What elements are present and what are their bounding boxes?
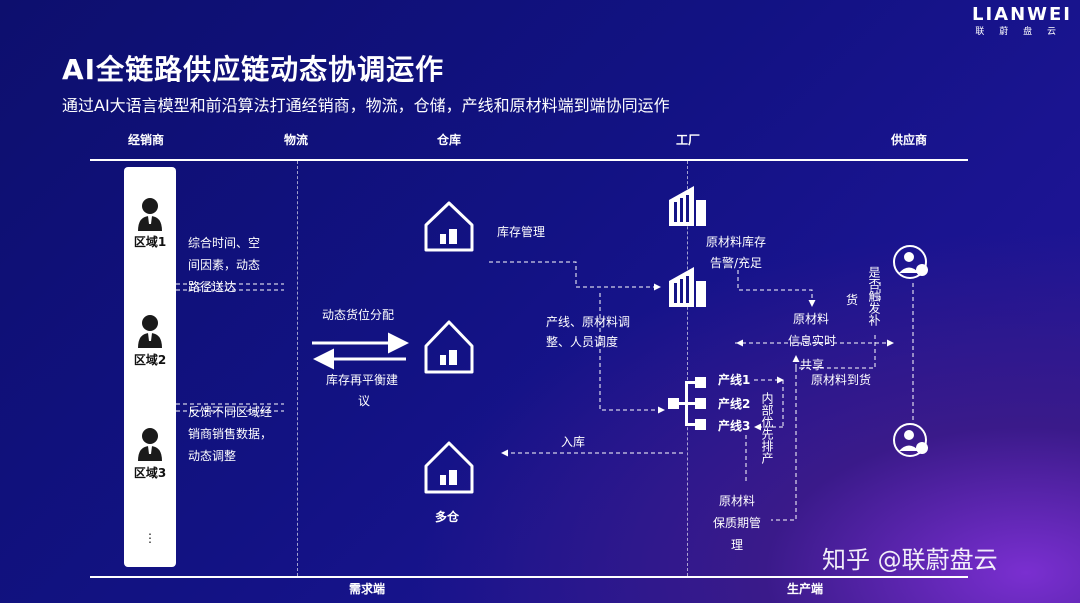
raw-alert-label: 告警/充足 <box>710 256 763 270</box>
more-regions: ⋮ <box>144 531 156 545</box>
supplier-icon <box>893 245 928 279</box>
person-icon <box>138 428 162 461</box>
region-label: 区域1 <box>133 235 167 249</box>
page-title: AI全链路供应链动态协调运作 <box>62 53 445 86</box>
production-side-label: 生产端 <box>787 582 824 596</box>
inbound-label: 入库 <box>561 435 586 449</box>
internal-priority-label: 内部优先排产 <box>760 392 774 464</box>
inventory-label: 库存管理 <box>497 225 546 239</box>
column-header-supplier: 供应商 <box>891 133 928 147</box>
rebalance-label: 议 <box>358 394 371 408</box>
factory-building-icon <box>669 186 706 226</box>
raw-info-label: 原材料 <box>793 312 830 326</box>
brand-logo-sub: 联 蔚 盘 云 <box>975 27 1062 37</box>
person-icon <box>138 198 162 231</box>
production-hierarchy-icon <box>668 377 706 430</box>
alert-to-info-arrow <box>737 270 816 307</box>
factory-building-icon <box>669 267 706 307</box>
supplier-icon <box>893 423 928 457</box>
column-header-distributor: 经销商 <box>128 133 165 147</box>
page-subtitle: 通过AI大语言模型和前沿算法打通经销商，物流，仓储，产线和原材料端到端协同运作 <box>62 96 670 115</box>
column-header-logistics: 物流 <box>284 133 309 147</box>
raw-arrival-path <box>771 335 876 521</box>
production-line-label: 产线3 <box>718 419 751 433</box>
warehouse-icon <box>424 201 474 252</box>
replenish-trigger-label: 是否触发补 <box>867 266 881 326</box>
production-line-label: 产线2 <box>718 397 751 411</box>
warehouse-icon <box>424 441 474 494</box>
distributor-panel: 区域1 区域2 区域3 ⋮ <box>124 167 176 567</box>
rebalance-label: 库存再平衡建 <box>326 373 399 387</box>
feedback-note-line: 动态调整 <box>188 449 237 463</box>
divider-factory <box>687 161 688 576</box>
divider-logistics <box>297 161 298 576</box>
region-label: 区域2 <box>133 353 167 367</box>
person-icon <box>138 315 162 348</box>
shelf-life-label: 理 <box>731 538 744 552</box>
region-label: 区域3 <box>133 466 167 480</box>
brand-logo: LIANWEI <box>971 4 1072 25</box>
raw-info-label: 信息实时 <box>788 334 837 348</box>
column-header-factory: 工厂 <box>676 133 701 147</box>
route-note-line: 综合时间、空 <box>188 236 261 250</box>
replenish-goods-label: 货 <box>846 293 859 307</box>
production-line-label: 产线1 <box>718 373 751 387</box>
allocation-label: 动态货位分配 <box>322 308 395 322</box>
route-note-line: 间因素，动态 <box>188 258 261 272</box>
watermark: 知乎 @联蔚盘云 <box>822 546 998 574</box>
adjust-to-lines-arrow <box>599 293 665 414</box>
adjust-label: 产线、原材料调 <box>546 315 631 329</box>
raw-arrival-label: 原材料到货 <box>811 373 872 387</box>
feedback-note-line: 销商销售数据， <box>188 427 273 441</box>
header-divider <box>90 159 968 161</box>
warehouse-icon <box>424 320 474 374</box>
raw-alert-label: 原材料库存 <box>706 235 767 249</box>
column-header-warehouse: 仓库 <box>437 133 462 147</box>
multi-warehouse-label: 多仓 <box>435 510 460 524</box>
shelf-life-label: 原材料 <box>719 494 756 508</box>
footer-divider <box>90 576 968 578</box>
feedback-note-line: 反馈不同区域经 <box>188 405 273 419</box>
demand-side-label: 需求端 <box>349 582 386 596</box>
inventory-to-factory-arrow <box>489 261 661 291</box>
shelf-life-label: 保质期管 <box>713 516 762 530</box>
